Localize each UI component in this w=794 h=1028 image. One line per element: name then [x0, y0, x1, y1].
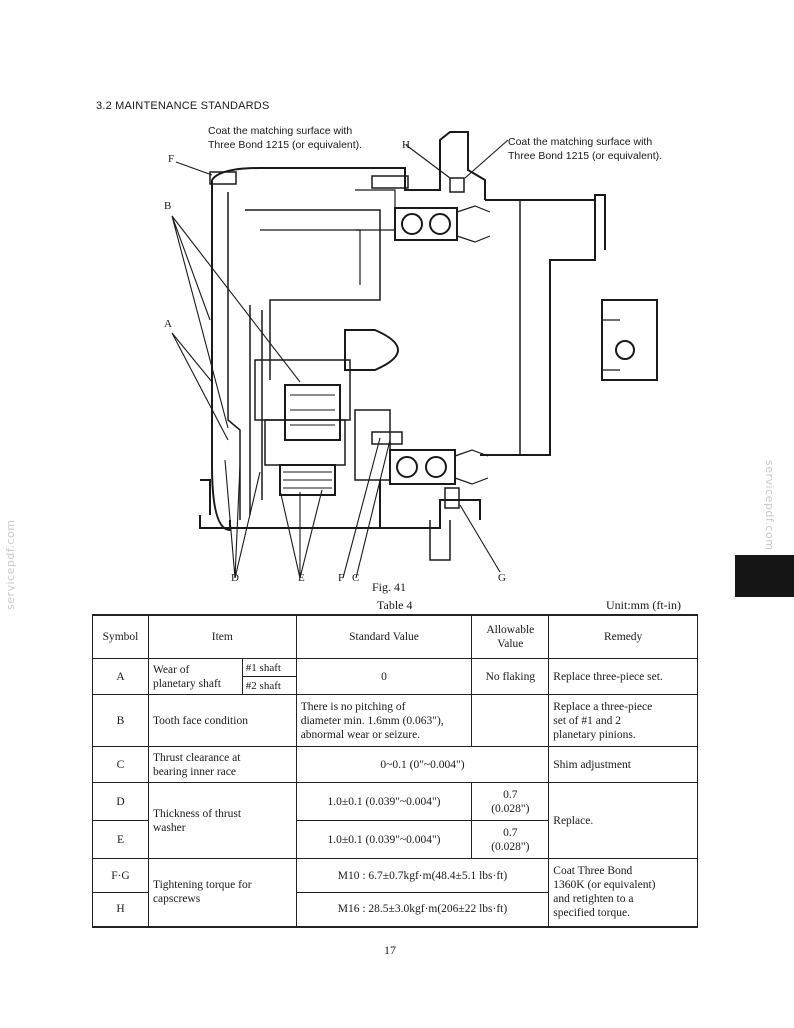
row-a-remedy: Replace three-piece set. [548, 658, 698, 695]
callout-b: B [164, 200, 172, 212]
row-a-symbol: A [92, 658, 149, 695]
table-row-d: D Thickness of thrust washer 1.0±0.1 (0.… [92, 782, 698, 859]
table-caption: Table 4 [377, 598, 413, 612]
row-de-remedy: Replace. [548, 782, 698, 859]
header-item: Item [147, 614, 297, 659]
callout-h: H [402, 139, 410, 151]
row-b-remedy: Replace a three-piece set of #1 and 2 pl… [548, 694, 698, 747]
callout-g: G [498, 572, 506, 584]
callout-a: A [164, 318, 172, 330]
table-row-fg: F·G Tightening torque for capscrews M10 … [92, 858, 698, 927]
row-b-allowable-empty [471, 694, 550, 747]
row-fg-standard: M10 : 6.7±0.7kgf·m(48.4±5.1 lbs·ft) [295, 858, 550, 893]
callout-c: C [352, 572, 360, 584]
table-row-e: E 1.0±0.1 (0.039"~0.004") 0.7 (0.028") [92, 820, 698, 859]
row-b-item: Tooth face condition [147, 694, 297, 747]
row-c-remedy: Shim adjustment [548, 746, 698, 783]
row-e-symbol: E [92, 820, 149, 859]
row-h-symbol: H [92, 892, 149, 927]
callout-f-bottom: F [338, 572, 345, 584]
watermark-left: servicepdf.com [4, 519, 17, 610]
figure-caption: Fig. 41 [372, 580, 407, 594]
table-header-row: Symbol Item Standard Value Allowable Val… [92, 614, 698, 659]
row-h-standard: M16 : 28.5±3.0kgf·m(206±22 lbs·ft) [295, 892, 550, 927]
row-b-standard: There is no pitching of diameter min. 1.… [295, 694, 473, 747]
row-de-item: Thickness of thrust washer [147, 782, 297, 859]
table-row-b: B Tooth face condition There is no pitch… [92, 694, 698, 747]
unit-label: Unit:mm (ft-in) [606, 598, 681, 612]
row-d-standard: 1.0±0.1 (0.039"~0.004") [295, 782, 473, 821]
callout-f-top: F [168, 153, 175, 165]
row-b-symbol: B [92, 694, 149, 747]
row-a-allowable: No flaking [471, 658, 550, 695]
section-edge-tab [735, 555, 794, 597]
row-c-symbol: C [92, 746, 149, 783]
table-row-a1: A Wear of planetary shaft #1 shaft 0 No … [92, 658, 698, 695]
callout-e: E [298, 572, 305, 584]
callout-d: D [231, 572, 239, 584]
watermark-right: servicepdf.com [763, 460, 776, 551]
row-a-item: Wear of planetary shaft [147, 658, 243, 695]
row-a-standard: 0 [295, 658, 473, 695]
row-fg-symbol: F·G [92, 858, 149, 893]
gearbox-cross-section-drawing [171, 131, 658, 579]
section-heading: 3.2 MAINTENANCE STANDARDS [96, 100, 270, 112]
header-remedy: Remedy [548, 614, 698, 659]
row-e-standard: 1.0±0.1 (0.039"~0.004") [295, 820, 473, 859]
row-d-symbol: D [92, 782, 149, 821]
page-number: 17 [384, 943, 396, 957]
note-coat-left: Coat the matching surface with Three Bon… [208, 125, 363, 151]
row-fgh-item: Tightening torque for capscrews [147, 858, 297, 927]
row-e-allowable: 0.7 (0.028") [471, 820, 550, 859]
header-allowable-value: Allowable Value [471, 614, 550, 659]
header-symbol: Symbol [92, 614, 149, 659]
row-fgh-remedy: Coat Three Bond 1360K (or equivalent) an… [548, 858, 698, 927]
row-a-shaft-1: #1 shaft [241, 658, 297, 677]
maintenance-standards-table: Symbol Item Standard Value Allowable Val… [92, 614, 698, 928]
table-row-c: C Thrust clearance at bearing inner race… [92, 746, 698, 783]
table-row-h: H M16 : 28.5±3.0kgf·m(206±22 lbs·ft) [92, 892, 698, 927]
header-standard-value: Standard Value [295, 614, 473, 659]
row-c-standard: 0~0.1 (0"~0.004") [295, 746, 550, 783]
row-d-allowable: 0.7 (0.028") [471, 782, 550, 821]
row-c-item: Thrust clearance at bearing inner race [147, 746, 297, 783]
row-a-shaft-2: #2 shaft [241, 676, 297, 695]
note-coat-right: Coat the matching surface with Three Bon… [508, 136, 663, 162]
